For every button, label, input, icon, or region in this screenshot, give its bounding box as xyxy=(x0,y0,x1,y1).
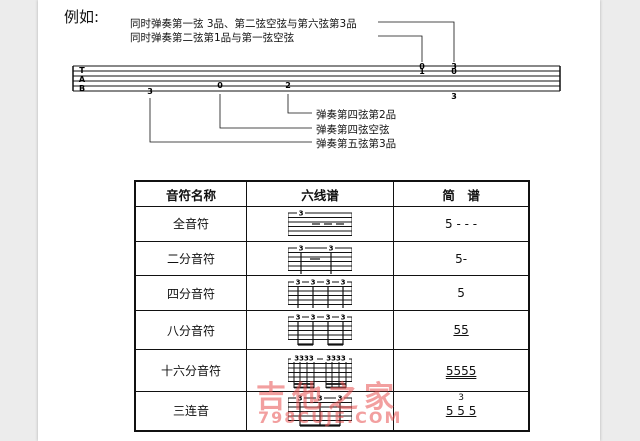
svg-text:3333: 3333 xyxy=(326,354,346,362)
note-value-table: 音符名称 六线谱 简 谱 全音符 3 xyxy=(134,180,530,432)
tab-number: 2 xyxy=(285,81,291,90)
svg-text:3: 3 xyxy=(326,314,331,322)
svg-text:3: 3 xyxy=(341,279,346,287)
tab-clef-a: A xyxy=(79,75,86,84)
tab-quarter-note: 3 3 3 3 xyxy=(245,275,395,312)
svg-text:3: 3 xyxy=(299,209,304,217)
note-name: 十六分音符 xyxy=(134,349,247,392)
jianpu-value: 5 - - - xyxy=(393,206,530,242)
header-jianpu: 简 谱 xyxy=(393,180,530,207)
table-row: 三连音 3 3 3 xyxy=(134,390,530,432)
note-name: 三连音 xyxy=(134,390,247,432)
svg-text:3: 3 xyxy=(296,314,301,322)
tab-number: 0 xyxy=(451,67,457,76)
annotation-string4-fret2: 弹奏第四弦第2品 xyxy=(316,109,397,121)
header-note-name: 音符名称 xyxy=(134,180,247,207)
tab-example-diagram: T A B 3 0 2 0 1 3 0 3 xyxy=(72,21,561,143)
jianpu-value: 5 xyxy=(393,275,530,312)
tab-number: 0 xyxy=(217,81,223,90)
jianpu-value: 55 xyxy=(393,310,530,351)
tab-number: 3 xyxy=(451,62,457,71)
table-row: 四分音符 3 3 3 3 xyxy=(134,275,530,312)
note-name: 二分音符 xyxy=(134,240,247,277)
watermark-logo: 吉他之家 xyxy=(256,380,400,415)
svg-text:3: 3 xyxy=(338,394,343,402)
tab-number: 0 xyxy=(419,62,425,71)
svg-text:3: 3 xyxy=(329,244,334,252)
tab-eighth-note: 3 3 3 3 xyxy=(245,310,395,351)
svg-text:3: 3 xyxy=(298,394,303,402)
jianpu-value: 5555 xyxy=(393,349,530,392)
svg-text:3: 3 xyxy=(318,394,323,402)
svg-text:3: 3 xyxy=(341,314,346,322)
watermark-url: 798CUJE.COM xyxy=(258,408,403,427)
svg-text:3: 3 xyxy=(311,279,316,287)
annotation-chord-1: 同时弹奏第一弦 3品、第二弦空弦与第六弦第3品 xyxy=(130,18,357,30)
tab-clef-b: B xyxy=(79,84,85,93)
table-row: 八分音符 3 3 3 3 xyxy=(134,310,530,351)
table-row: 十六分音符 3333 3333 xyxy=(134,349,530,392)
annotation-string5-fret3: 弹奏第五弦第3品 xyxy=(316,138,397,150)
tab-half-note: 3 3 xyxy=(245,240,395,277)
svg-text:3: 3 xyxy=(311,314,316,322)
tab-sixteenth-note: 3333 3333 xyxy=(245,349,395,392)
note-name: 四分音符 xyxy=(134,275,247,312)
tab-whole-note: 3 xyxy=(245,206,395,242)
tab-triplet: 3 3 3 xyxy=(245,390,395,432)
table-row: 全音符 3 5 - - - xyxy=(134,206,530,242)
tab-clef-t: T xyxy=(79,66,85,75)
tab-number: 3 xyxy=(147,87,153,96)
note-name: 八分音符 xyxy=(134,310,247,351)
lead-text: 例如: xyxy=(64,8,100,26)
svg-text:3: 3 xyxy=(299,244,304,252)
annotation-chord-2: 同时弹奏第二弦第1品与第一弦空弦 xyxy=(130,32,295,44)
tab-number: 3 xyxy=(451,92,457,101)
table-row: 二分音符 3 3 xyxy=(134,240,530,277)
document-page: 例如: T A B 3 0 2 0 1 3 0 3 xyxy=(38,0,600,441)
svg-text:3: 3 xyxy=(326,279,331,287)
table-header-row: 音符名称 六线谱 简 谱 xyxy=(134,180,530,207)
triplet-group: 3 5 5 5 xyxy=(445,392,477,418)
annotation-string4-open: 弹奏第四弦空弦 xyxy=(316,124,390,136)
jianpu-value: 5- xyxy=(393,240,530,277)
svg-text:3333: 3333 xyxy=(294,354,314,362)
tab-number: 1 xyxy=(419,67,425,76)
header-tab: 六线谱 xyxy=(245,180,395,207)
note-name: 全音符 xyxy=(134,206,247,242)
svg-text:3: 3 xyxy=(296,279,301,287)
jianpu-value: 3 5 5 5 xyxy=(393,390,530,432)
